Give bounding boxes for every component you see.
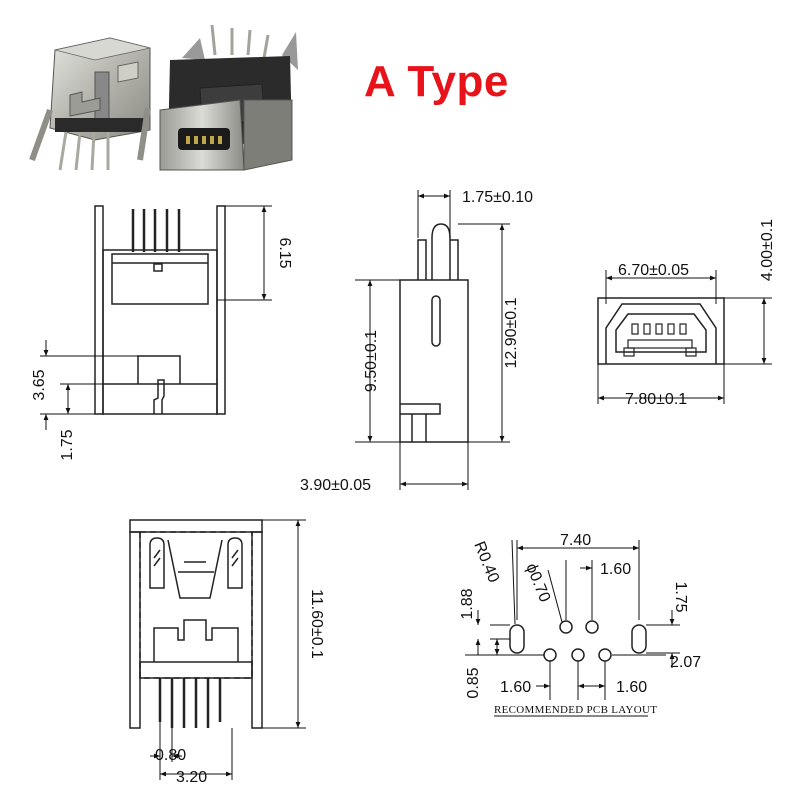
pcb-left-height-dim: 1.88 — [459, 588, 476, 619]
profile-view-dims — [355, 190, 510, 490]
pcb-pitch-top-dim: 1.60 — [600, 561, 631, 578]
pcb-span-dim: 7.40 — [560, 532, 591, 549]
pcb-slot-height-dim: 1.75 — [672, 581, 689, 612]
profile-total-height-dim: 12.90±0.1 — [503, 297, 520, 368]
pcb-radius-dim: R0.40 — [470, 539, 502, 585]
connector-photo-back — [159, 24, 298, 171]
connector-photo-front — [29, 37, 151, 171]
pcb-pitch-right-dim: 1.60 — [616, 679, 647, 696]
pcb-right-dim: 2.07 — [670, 654, 701, 671]
page-title: A Type — [364, 57, 509, 106]
side-view-dims — [40, 205, 272, 430]
front-outer-width-dim: 7.80±0.1 — [625, 391, 687, 408]
side-view — [94, 205, 226, 415]
side-view-lower-dim: 3.65 — [31, 369, 48, 400]
top-height-dim: 11.60±0.1 — [308, 589, 325, 659]
profile-pin-width-dim: 1.75±0.10 — [462, 189, 533, 206]
top-pin-pitch-dim: 3.20 — [176, 769, 207, 786]
front-view — [597, 297, 725, 365]
top-pin-width-dim: 0.80 — [155, 747, 186, 764]
side-view-pin-dim: 1.75 — [59, 429, 76, 460]
top-view-dims — [150, 519, 306, 780]
pcb-hole-dim: ϕ0.70 — [522, 561, 553, 605]
profile-body-height-dim: 9.50±0.1 — [363, 330, 380, 392]
side-view-height-dim: 6.15 — [276, 237, 293, 268]
front-height-dim: 4.00±0.1 — [759, 219, 776, 281]
profile-depth-dim: 3.90±0.05 — [300, 477, 371, 494]
pcb-layout-caption: RECOMMENDED PCB LAYOUT — [494, 704, 657, 716]
front-opening-width-dim: 6.70±0.05 — [618, 262, 689, 279]
front-view-dims — [597, 270, 772, 404]
profile-view — [399, 223, 469, 443]
pcb-offset-dim: 0.85 — [465, 667, 482, 698]
pcb-pitch-left-dim: 1.60 — [500, 679, 531, 696]
top-view — [129, 519, 263, 729]
pcb-layout-dims — [465, 539, 680, 717]
